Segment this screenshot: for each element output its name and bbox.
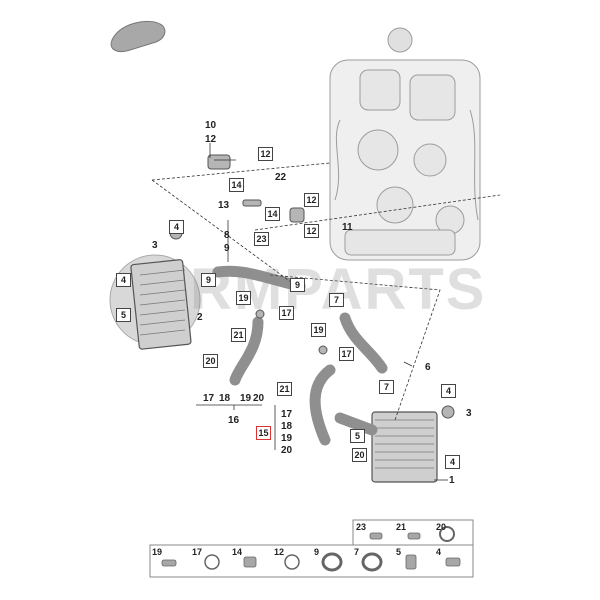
callout-label: 10 xyxy=(205,120,217,131)
part-box: 5 xyxy=(116,308,131,322)
callout-label: 22 xyxy=(275,172,287,183)
callout-label: 1 xyxy=(449,475,455,486)
legend-part-icons xyxy=(161,526,461,572)
group-a-item: 18 xyxy=(219,393,231,404)
car-silhouette-icon xyxy=(110,20,166,53)
part-box: 4 xyxy=(441,384,456,398)
part-box: 9 xyxy=(290,278,305,292)
legend-bottom-num: 14 xyxy=(232,547,243,557)
part-box: 21 xyxy=(231,328,246,342)
legend-top-num: 20 xyxy=(436,522,447,532)
legend-bottom-num: 17 xyxy=(192,547,203,557)
group-b-item: 20 xyxy=(281,445,293,456)
part-box: 12 xyxy=(304,193,319,207)
callout-label: 12 xyxy=(205,134,217,145)
engine-illustration xyxy=(329,27,481,261)
part-box: 7 xyxy=(379,380,394,394)
legend-bottom-num: 4 xyxy=(436,547,442,557)
legend-top-num: 23 xyxy=(356,522,367,532)
part-box: 9 xyxy=(201,273,216,287)
legend-bottom-num: 9 xyxy=(314,547,320,557)
part-box: 23 xyxy=(254,232,269,246)
callout-label: 6 xyxy=(425,362,431,373)
part-box: 4 xyxy=(169,220,184,234)
group-b-item: 18 xyxy=(281,421,293,432)
group-b-item: 17 xyxy=(281,409,293,420)
legend-bottom-num: 19 xyxy=(152,547,163,557)
parts-legend-frame xyxy=(149,519,474,578)
callout-label: 8 xyxy=(224,230,230,241)
group-a-item: 19 xyxy=(240,393,252,404)
part-box: 19 xyxy=(236,291,251,305)
right-intercooler xyxy=(371,411,438,483)
legend-bottom-num: 5 xyxy=(396,547,402,557)
part-box: 14 xyxy=(229,178,244,192)
part-box: 12 xyxy=(304,224,319,238)
part-box: 17 xyxy=(279,306,294,320)
part-box: 4 xyxy=(116,273,131,287)
callout-label: 9 xyxy=(224,243,230,254)
callout-label: 11 xyxy=(342,222,353,233)
watermark: RMPARTS xyxy=(190,257,487,322)
part-box: 20 xyxy=(352,448,367,462)
callout-label: 13 xyxy=(218,200,230,211)
group-a-item: 17 xyxy=(203,393,215,404)
part-box: 7 xyxy=(329,293,344,307)
callout-label: 3 xyxy=(152,240,158,251)
legend-bottom-num: 7 xyxy=(354,547,360,557)
group-a-item: 20 xyxy=(253,393,265,404)
part-box: 19 xyxy=(311,323,326,337)
callout-label: 16 xyxy=(228,415,240,426)
highlighted-part-box: 15 xyxy=(256,426,271,440)
part-box: 21 xyxy=(277,382,292,396)
callout-label: 3 xyxy=(466,408,472,419)
left-intercooler xyxy=(130,259,192,350)
callout-label: 2 xyxy=(197,312,203,323)
legend-bottom-num: 12 xyxy=(274,547,285,557)
leader-lines xyxy=(151,143,501,481)
group-b-item: 19 xyxy=(281,433,293,444)
part-box: 5 xyxy=(350,429,365,443)
legend-top-num: 21 xyxy=(396,522,407,532)
part-box: 17 xyxy=(339,347,354,361)
part-box: 12 xyxy=(258,147,273,161)
part-box: 4 xyxy=(445,455,460,469)
part-box: 14 xyxy=(265,207,280,221)
part-box: 20 xyxy=(203,354,218,368)
